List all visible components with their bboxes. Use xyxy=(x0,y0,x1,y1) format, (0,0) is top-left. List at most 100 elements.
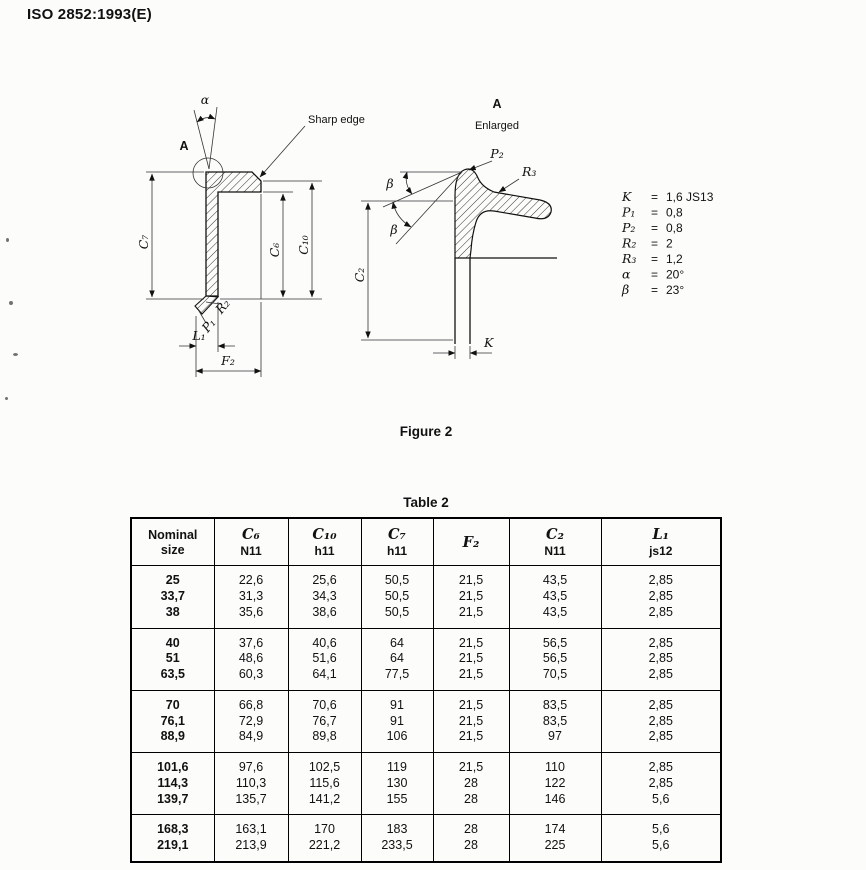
value-cell: 21,5 xyxy=(432,752,510,776)
angle-alpha: α xyxy=(193,92,218,170)
column-tolerance: N11 xyxy=(544,544,566,559)
value-cell: 43,5 xyxy=(508,604,602,629)
label-beta-2: β xyxy=(389,222,397,237)
label-c2: C₂ xyxy=(352,268,367,283)
label-c7: C₇ xyxy=(136,235,151,250)
label-c10: C₁₀ xyxy=(296,235,311,255)
dimension-k: K xyxy=(433,335,494,359)
enlarged-corner-section xyxy=(454,168,552,259)
value-cell: 34,3 xyxy=(287,589,362,605)
value-cell: 5,6 xyxy=(600,791,722,815)
value-cell: 213,9 xyxy=(213,838,289,862)
value-cell: 174 xyxy=(508,814,602,839)
value-cell: 5,6 xyxy=(600,814,722,839)
value-cell: 2,85 xyxy=(600,589,722,605)
value-cell: 106 xyxy=(360,729,434,753)
nominal-size-cell: 139,7 xyxy=(130,791,215,815)
value-cell: 130 xyxy=(360,775,434,792)
value-cell: 2,85 xyxy=(600,713,722,730)
column-tolerance: h11 xyxy=(386,544,407,559)
value-cell: 70,5 xyxy=(508,667,602,691)
enlarged-title: A xyxy=(492,97,501,111)
value-cell: 91 xyxy=(360,713,434,730)
value-cell: 72,9 xyxy=(213,713,289,730)
value-cell: 21,5 xyxy=(432,628,510,652)
nominal-size-cell: 101,6 xyxy=(130,752,215,776)
parameter-row: R₂=2 xyxy=(621,236,673,251)
ferrule-bead-section xyxy=(194,295,220,315)
dimension-c7: C₇ xyxy=(136,171,204,300)
value-cell: 28 xyxy=(432,775,510,792)
value-cell: 38,6 xyxy=(287,604,362,629)
parameter-row: K=1,6 JS13 xyxy=(621,189,714,204)
scan-artifact xyxy=(9,301,13,305)
dimension-c6: C₆ xyxy=(267,193,286,298)
value-cell: 5,6 xyxy=(600,838,722,862)
value-cell: 50,5 xyxy=(360,604,434,629)
value-cell: 21,5 xyxy=(432,713,510,730)
label-p2-callout: P₂ xyxy=(468,146,504,171)
label-p2: P₂ xyxy=(489,146,503,161)
parameter-row: R₃=1,2 xyxy=(621,251,683,266)
object-lines xyxy=(195,180,322,377)
wall-lines xyxy=(454,257,557,344)
value-cell: 83,5 xyxy=(508,690,602,714)
scan-artifact xyxy=(5,397,8,400)
value-cell: 21,5 xyxy=(432,729,510,753)
value-cell: 110 xyxy=(508,752,602,776)
table-caption: Table 2 xyxy=(403,495,449,510)
value-cell: 43,5 xyxy=(508,565,602,590)
value-cell: 70,6 xyxy=(287,690,362,714)
value-cell: 84,9 xyxy=(213,729,289,753)
value-cell: 64,1 xyxy=(287,667,362,691)
value-cell: 2,85 xyxy=(600,729,722,753)
value-cell: 21,5 xyxy=(432,651,510,668)
nominal-size-cell: 114,3 xyxy=(130,775,215,792)
value-cell: 76,7 xyxy=(287,713,362,730)
column-tolerance: js12 xyxy=(649,544,673,559)
value-cell: 64 xyxy=(360,651,434,668)
value-cell: 97,6 xyxy=(213,752,289,776)
value-cell: 115,6 xyxy=(287,775,362,792)
nominal-size-cell: 33,7 xyxy=(130,589,215,605)
value-cell: 28 xyxy=(432,814,510,839)
label-r3: R₃ xyxy=(521,164,536,179)
nominal-size-cell: 25 xyxy=(130,565,215,590)
nominal-size-cell: 63,5 xyxy=(130,667,215,691)
column-tolerance: N11 xyxy=(240,544,262,559)
value-cell: 221,2 xyxy=(287,838,362,862)
value-cell: 2,85 xyxy=(600,667,722,691)
value-cell: 233,5 xyxy=(360,838,434,862)
value-cell: 66,8 xyxy=(213,690,289,714)
value-cell: 146 xyxy=(508,791,602,815)
value-cell: 2,85 xyxy=(600,628,722,652)
column-header: F₂ xyxy=(432,518,510,566)
value-cell: 155 xyxy=(360,791,434,815)
label-detail-a: A xyxy=(179,139,188,153)
angle-beta: β β xyxy=(382,171,463,245)
value-cell: 50,5 xyxy=(360,565,434,590)
nominal-size-cell: 70 xyxy=(130,690,215,714)
label-alpha: α xyxy=(201,92,210,107)
dimension-f2: F₂ xyxy=(195,353,262,374)
value-cell: 2,85 xyxy=(600,651,722,668)
value-cell: 83,5 xyxy=(508,713,602,730)
nominal-size-cell: 51 xyxy=(130,651,215,668)
parameter-row: P₂=0,8 xyxy=(621,220,683,235)
enlarged-subtitle: Enlarged xyxy=(475,120,519,132)
value-cell: 141,2 xyxy=(287,791,362,815)
value-cell: 60,3 xyxy=(213,667,289,691)
dimension-l1: L₁ xyxy=(179,328,235,349)
value-cell: 102,5 xyxy=(287,752,362,776)
value-cell: 163,1 xyxy=(213,814,289,839)
nominal-size-cell: 168,3 xyxy=(130,814,215,839)
